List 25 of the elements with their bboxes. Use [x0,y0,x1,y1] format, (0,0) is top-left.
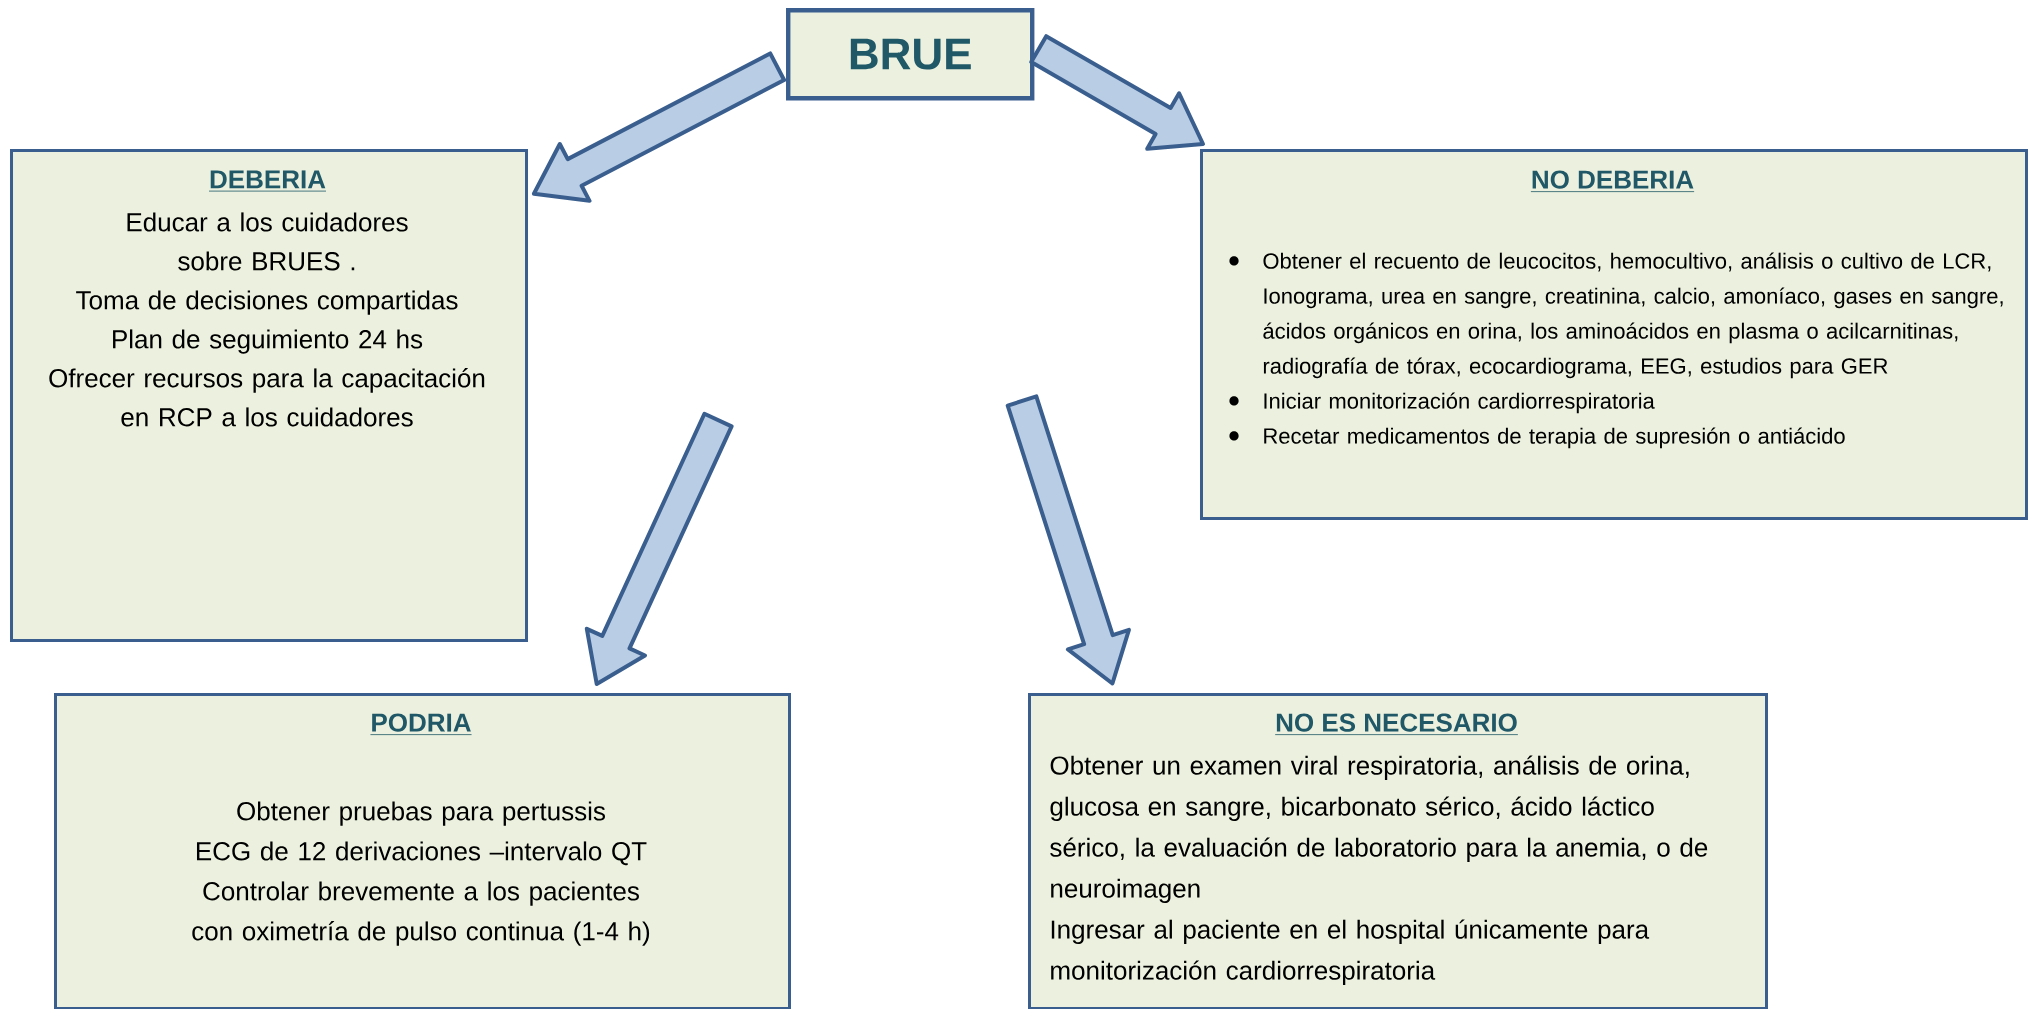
body-text: Educar a los cuidadores sobre BRUES . [127,212,408,271]
body-text: Ingresar al paciente en el hospital únicamente para monitorización cardiorrespiratoria [1051,919,1650,985]
box-heading: NO ES NECESARIO [1274,713,1519,735]
block-arrow [531,51,787,203]
body-text: ECG de 12 derivaciones –intervalo QT [197,841,647,866]
title-box: BRUE [786,8,1035,101]
block-arrow [1005,394,1131,686]
body-text: Obtener pruebas para pertussis [237,801,605,826]
block-arrow [584,411,734,686]
list-item: Iniciar monitorización cardiorrespiratoria [1229,392,1655,414]
body-text: Plan de seguimiento 24 hs [113,329,423,354]
text-box [10,149,528,642]
block-arrow [1029,34,1205,151]
list-item: Obtener el recuento de leucocitos, hemocultivo, análisis o cultivo de LCR, Ionograma, urea en sangre, creatinina, calcio, amoníaco, gases en sangre, ácidos orgánicos en orina, los aminoácidos en plasma o acilcarnitinas, radiografía de tórax, ecocardiograma, EEG, estudios para GER [1229,252,2003,379]
text-box [54,693,791,1009]
body-text: Toma de decisiones compartidas [76,290,458,315]
list-item: Recetar medicamentos de terapia de supresión o antiácido [1229,427,1845,449]
body-text: Obtener un examen viral respiratoria, análisis de orina, glucosa en sangre, bicarbonato sérico, ácido láctico sérico, la evaluación de laboratorio para la anemia, o de neuroimagen [1050,755,1708,903]
box-heading: NO DEBERIA [1530,170,1695,192]
text-box [1200,149,2028,520]
body-text: Ofrecer recursos para la capacitación en RCP a los cuidadores [49,368,485,427]
box-heading: DEBERIA [208,170,327,192]
box-heading: PODRIA [370,713,472,735]
body-text: Controlar brevemente a los pacientes con oximetría de pulso continua (1-4 h) [192,881,650,946]
text-box [1028,693,1768,1009]
